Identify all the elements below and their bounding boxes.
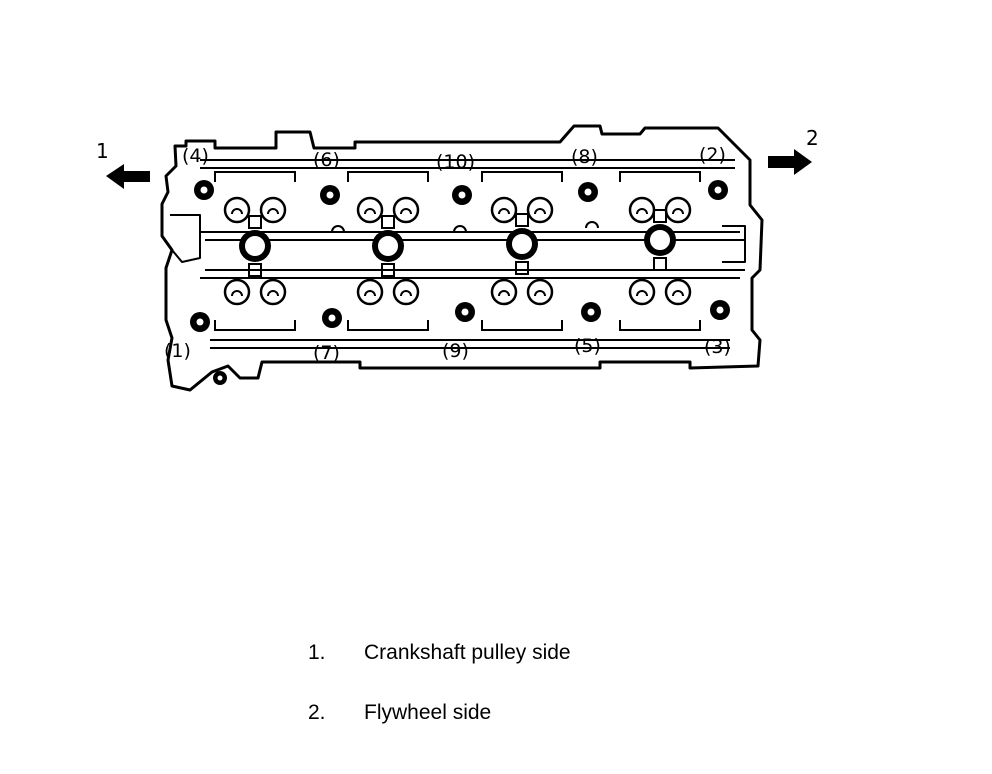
camshaft-cap — [381, 263, 395, 277]
valve-spring — [534, 290, 546, 297]
flywheel-side-callout: 2 — [806, 126, 819, 150]
bolt-label-6: (6) — [313, 149, 340, 171]
crankshaft-side-callout: 1 — [96, 139, 109, 163]
valve-boss — [392, 196, 420, 224]
head-bolt-hole — [326, 191, 334, 199]
valve-spring — [498, 208, 510, 215]
valve-boss — [356, 278, 384, 306]
valve-boss — [490, 278, 518, 306]
valve-spring — [672, 208, 684, 215]
spark-plug-bore — [243, 234, 267, 258]
head-bolt-hole — [587, 308, 595, 316]
valve-cover-rib — [619, 320, 701, 331]
cylinder-head-outline — [160, 124, 764, 392]
bolt-label-8: (8) — [571, 146, 598, 168]
valve-spring — [364, 290, 376, 297]
bolt-label-1: (1) — [164, 340, 191, 362]
bolt-label-2: (2) — [699, 144, 726, 166]
valve-boss — [356, 196, 384, 224]
valve-spring — [636, 290, 648, 297]
spark-plug-bore — [376, 234, 400, 258]
camshaft-cap — [653, 257, 667, 271]
flywheel-side-arrow — [768, 149, 812, 175]
bolt-label-7: (7) — [313, 342, 340, 364]
camshaft-cap — [248, 263, 262, 277]
spark-plug-bore — [648, 228, 672, 252]
oil-passage — [585, 221, 599, 229]
bracket-bolt-hole — [217, 375, 223, 381]
camshaft-cap — [515, 261, 529, 275]
camshaft-cap — [515, 213, 529, 227]
bolt-label-3: (3) — [704, 336, 731, 358]
crankshaft-side-arrow — [106, 164, 150, 189]
camshaft-cap — [653, 209, 667, 223]
valve-boss — [392, 278, 420, 306]
camshaft-cap — [381, 215, 395, 229]
head-bolt-hole — [458, 191, 466, 199]
valve-boss — [526, 278, 554, 306]
valve-spring — [364, 208, 376, 215]
valve-cover-rib — [481, 320, 563, 331]
valve-boss — [664, 278, 692, 306]
valve-spring — [400, 208, 412, 215]
valve-boss — [628, 196, 656, 224]
head-bolt-hole — [714, 186, 722, 194]
valve-spring — [267, 208, 279, 215]
bolt-label-10: (10) — [436, 151, 475, 173]
legend-text: Crankshaft pulley side — [364, 641, 571, 664]
valve-cover-rib — [347, 320, 429, 331]
bolt-label-5: (5) — [574, 335, 601, 357]
valve-boss — [490, 196, 518, 224]
head-bolt-hole — [716, 306, 724, 314]
valve-spring — [267, 290, 279, 297]
valve-boss — [628, 278, 656, 306]
valve-boss — [259, 278, 287, 306]
valve-spring — [672, 290, 684, 297]
valve-cover-rib — [347, 171, 429, 182]
bolt-label-4: (4) — [182, 145, 209, 167]
valve-boss — [526, 196, 554, 224]
spark-plug-bore — [510, 232, 534, 256]
valve-boss — [223, 196, 251, 224]
valve-spring — [498, 290, 510, 297]
oil-passage — [453, 225, 467, 233]
valve-cover-rib — [481, 171, 563, 182]
head-bolt-hole — [328, 314, 336, 322]
valve-cover-rib — [619, 171, 701, 182]
valve-spring — [231, 208, 243, 215]
valve-spring — [231, 290, 243, 297]
legend-text: Flywheel side — [364, 701, 492, 724]
valve-cover-rib — [214, 320, 296, 331]
valve-boss — [664, 196, 692, 224]
head-bolt-hole — [584, 188, 592, 196]
valve-boss — [223, 278, 251, 306]
head-bolt-hole — [200, 186, 208, 194]
legend-number: 2. — [308, 701, 326, 724]
camshaft-cap — [248, 215, 262, 229]
valve-boss — [259, 196, 287, 224]
oil-passage — [331, 225, 345, 233]
bolt-label-9: (9) — [442, 340, 469, 362]
valve-spring — [534, 208, 546, 215]
head-bolt-hole — [196, 318, 204, 326]
head-bolt-hole — [461, 308, 469, 316]
valve-cover-rib — [214, 171, 296, 182]
valve-spring — [400, 290, 412, 297]
legend-number: 1. — [308, 641, 326, 664]
valve-spring — [636, 208, 648, 215]
